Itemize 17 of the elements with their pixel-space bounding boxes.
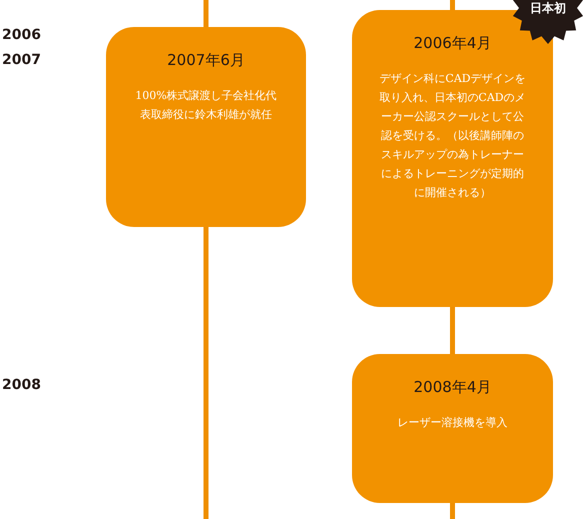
event-description: レーザー溶接機を導入 xyxy=(398,414,508,431)
timeline-line xyxy=(450,503,455,519)
timeline-line xyxy=(204,0,208,27)
event-date: 2007年6月 xyxy=(167,51,245,70)
year-label: 2006 xyxy=(2,28,41,42)
year-label: 2008 xyxy=(2,378,41,392)
event-card xyxy=(352,354,553,503)
event-card xyxy=(106,27,306,227)
badge-text: 日本初 xyxy=(530,2,566,14)
timeline-line xyxy=(450,307,455,354)
event-date: 2006年4月 xyxy=(414,34,492,53)
timeline-line xyxy=(450,0,455,10)
timeline-line xyxy=(204,227,208,519)
event-description: デザイン科にCADデザインを取り入れ、日本初のCADのメーカー公認スクールとして公認を受ける。（以後講師陣のスキルアップの為トレーナーによるトレーニングが定期的に開催される） xyxy=(378,70,527,201)
event-date: 2008年4月 xyxy=(414,378,492,397)
year-label: 2007 xyxy=(2,53,41,67)
event-description: 100%株式譲渡し子会社化代表取締役に鈴木利雄が就任 xyxy=(134,88,278,123)
